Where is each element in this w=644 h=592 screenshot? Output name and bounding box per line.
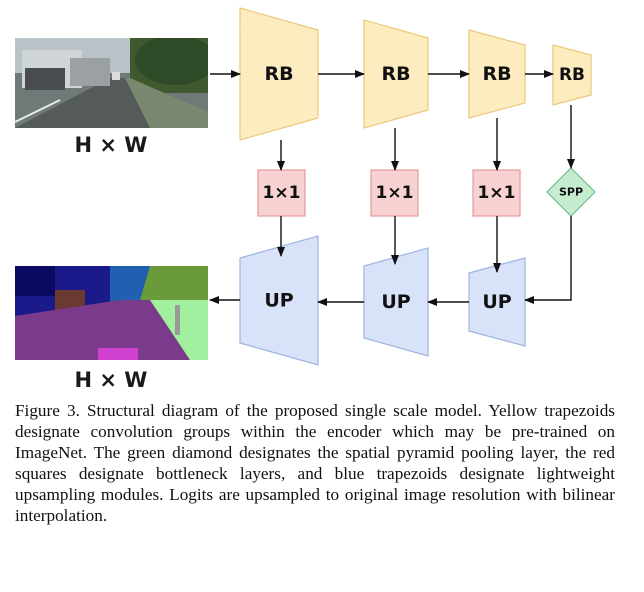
output-image	[15, 266, 208, 360]
connection-arrows	[209, 70, 575, 306]
encoder-trapezoid	[468, 29, 526, 119]
decoder-label: UP	[381, 291, 410, 313]
spp-diamond: SPP	[546, 167, 596, 217]
input-dim-label: H × W	[75, 133, 148, 157]
decoder-trapezoid	[468, 257, 526, 347]
decoder-label: UP	[264, 290, 293, 312]
bottleneck-label: 1×1	[376, 183, 414, 203]
decoder-label: UP	[482, 291, 511, 313]
encoder-label: RB	[482, 63, 511, 85]
bottleneck-blocks: 1×1 1×1 1×1	[257, 169, 521, 217]
decoder-trapezoid	[239, 235, 319, 366]
encoder-blocks: RB RB RB RB	[239, 7, 592, 141]
encoder-label: RB	[264, 63, 293, 85]
bottleneck-label: 1×1	[478, 183, 516, 203]
encoder-trapezoid	[363, 19, 429, 129]
bottleneck-box	[257, 169, 306, 217]
spp-label: SPP	[559, 186, 583, 199]
output-dim-label: H × W	[75, 368, 148, 392]
input-image	[15, 38, 208, 128]
decoder-trapezoid	[363, 247, 429, 357]
figure-caption: Figure 3. Structural diagram of the prop…	[15, 401, 615, 525]
encoder-trapezoid	[239, 7, 319, 141]
encoder-trapezoid	[552, 44, 592, 106]
decoder-blocks: UP UP UP	[239, 235, 526, 366]
bottleneck-label: 1×1	[263, 183, 301, 203]
encoder-label: RB	[381, 63, 410, 85]
encoder-label: RB	[559, 65, 585, 85]
arrow-spp-to-up3	[524, 216, 572, 304]
